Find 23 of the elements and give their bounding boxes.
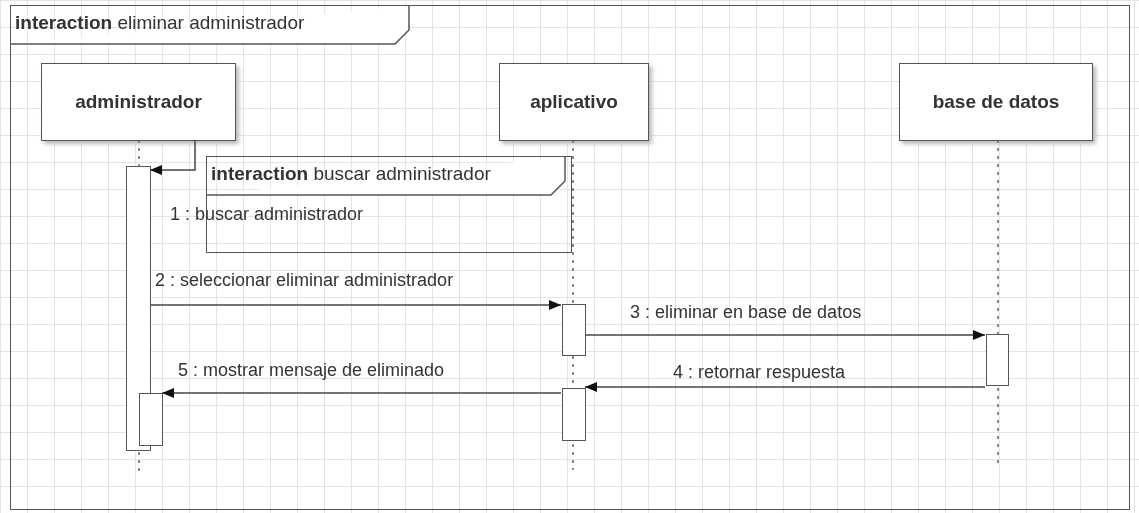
activation-bar bbox=[562, 388, 586, 441]
lifeline-head bbox=[499, 63, 649, 141]
message-arrow bbox=[161, 388, 562, 398]
lifeline-head bbox=[41, 63, 236, 141]
message-label: 4 : retornar respuesta bbox=[673, 362, 846, 383]
message-label: 2 : seleccionar eliminar administrador bbox=[155, 270, 454, 291]
message-arrow bbox=[149, 139, 196, 175]
message-label: 5 : mostrar mensaje de eliminado bbox=[178, 360, 445, 381]
participant-name: aplicativo bbox=[530, 91, 618, 113]
activation-bar bbox=[139, 393, 163, 446]
activation-bar bbox=[562, 304, 586, 356]
participant-name: administrador bbox=[75, 91, 202, 113]
activation-bar bbox=[126, 166, 151, 451]
message-label: 3 : eliminar en base de datos bbox=[630, 302, 862, 323]
activation-bar bbox=[986, 334, 1009, 386]
interaction-frame bbox=[10, 5, 1130, 510]
message-arrow bbox=[584, 330, 986, 340]
frame-title: interaction eliminar administrador bbox=[15, 12, 305, 34]
message-arrow bbox=[149, 300, 562, 310]
participant-name: base de datos bbox=[932, 91, 1060, 113]
message-arrow bbox=[584, 382, 986, 392]
lifeline-head bbox=[899, 63, 1093, 141]
frame-title: interaction buscar administrador bbox=[211, 163, 491, 185]
